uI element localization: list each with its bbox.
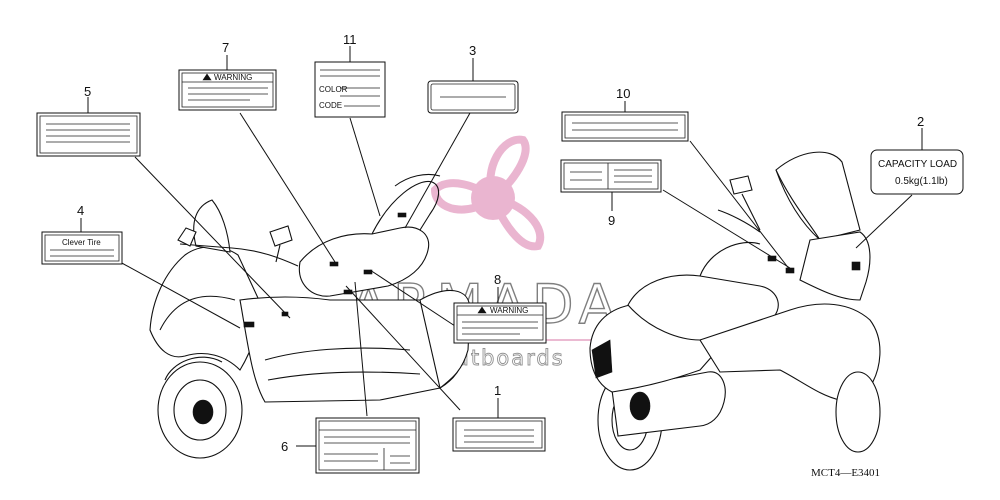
- label-11-number: 11: [343, 32, 357, 47]
- watermark-logo: [430, 135, 545, 251]
- label-4-box: [41, 231, 123, 265]
- label-10-box: [561, 111, 689, 142]
- label-3-number: 3: [469, 43, 476, 58]
- label-4-text: Clever Tire: [62, 238, 101, 247]
- scooter-left-illustration: [149, 173, 471, 459]
- label-9-box: [560, 159, 662, 193]
- label-4-number: 4: [77, 203, 84, 218]
- label-11-color: COLOR: [319, 85, 348, 94]
- label-1-number: 1: [494, 383, 501, 398]
- label-5-box: [36, 112, 141, 157]
- label-2-line-1: CAPACITY LOAD: [878, 159, 957, 170]
- label-8-box: [453, 302, 547, 344]
- label-5-number: 5: [84, 84, 91, 99]
- label-6-number: 6: [281, 439, 288, 454]
- scooter-right-illustration: [589, 151, 881, 471]
- label-7-box: [178, 69, 277, 111]
- label-2-line-2: 0.5kg(1.1lb): [895, 176, 948, 187]
- label-2-box: [870, 149, 964, 195]
- label-2-number: 2: [917, 114, 924, 129]
- label-8-text: WARNING: [490, 306, 528, 315]
- label-6-box: [315, 417, 420, 474]
- label-8-number: 8: [494, 272, 501, 287]
- label-7-number: 7: [222, 40, 229, 55]
- label-1-box: [452, 417, 546, 452]
- leader-lines: [80, 46, 923, 447]
- diagram-code: MCT4—E3401: [811, 467, 880, 479]
- label-11-code: CODE: [319, 101, 342, 110]
- label-11-box: [314, 61, 386, 118]
- label-3-box: [427, 80, 519, 114]
- label-9-number: 9: [608, 213, 615, 228]
- label-10-number: 10: [616, 86, 630, 101]
- label-7-text: WARNING: [214, 73, 252, 82]
